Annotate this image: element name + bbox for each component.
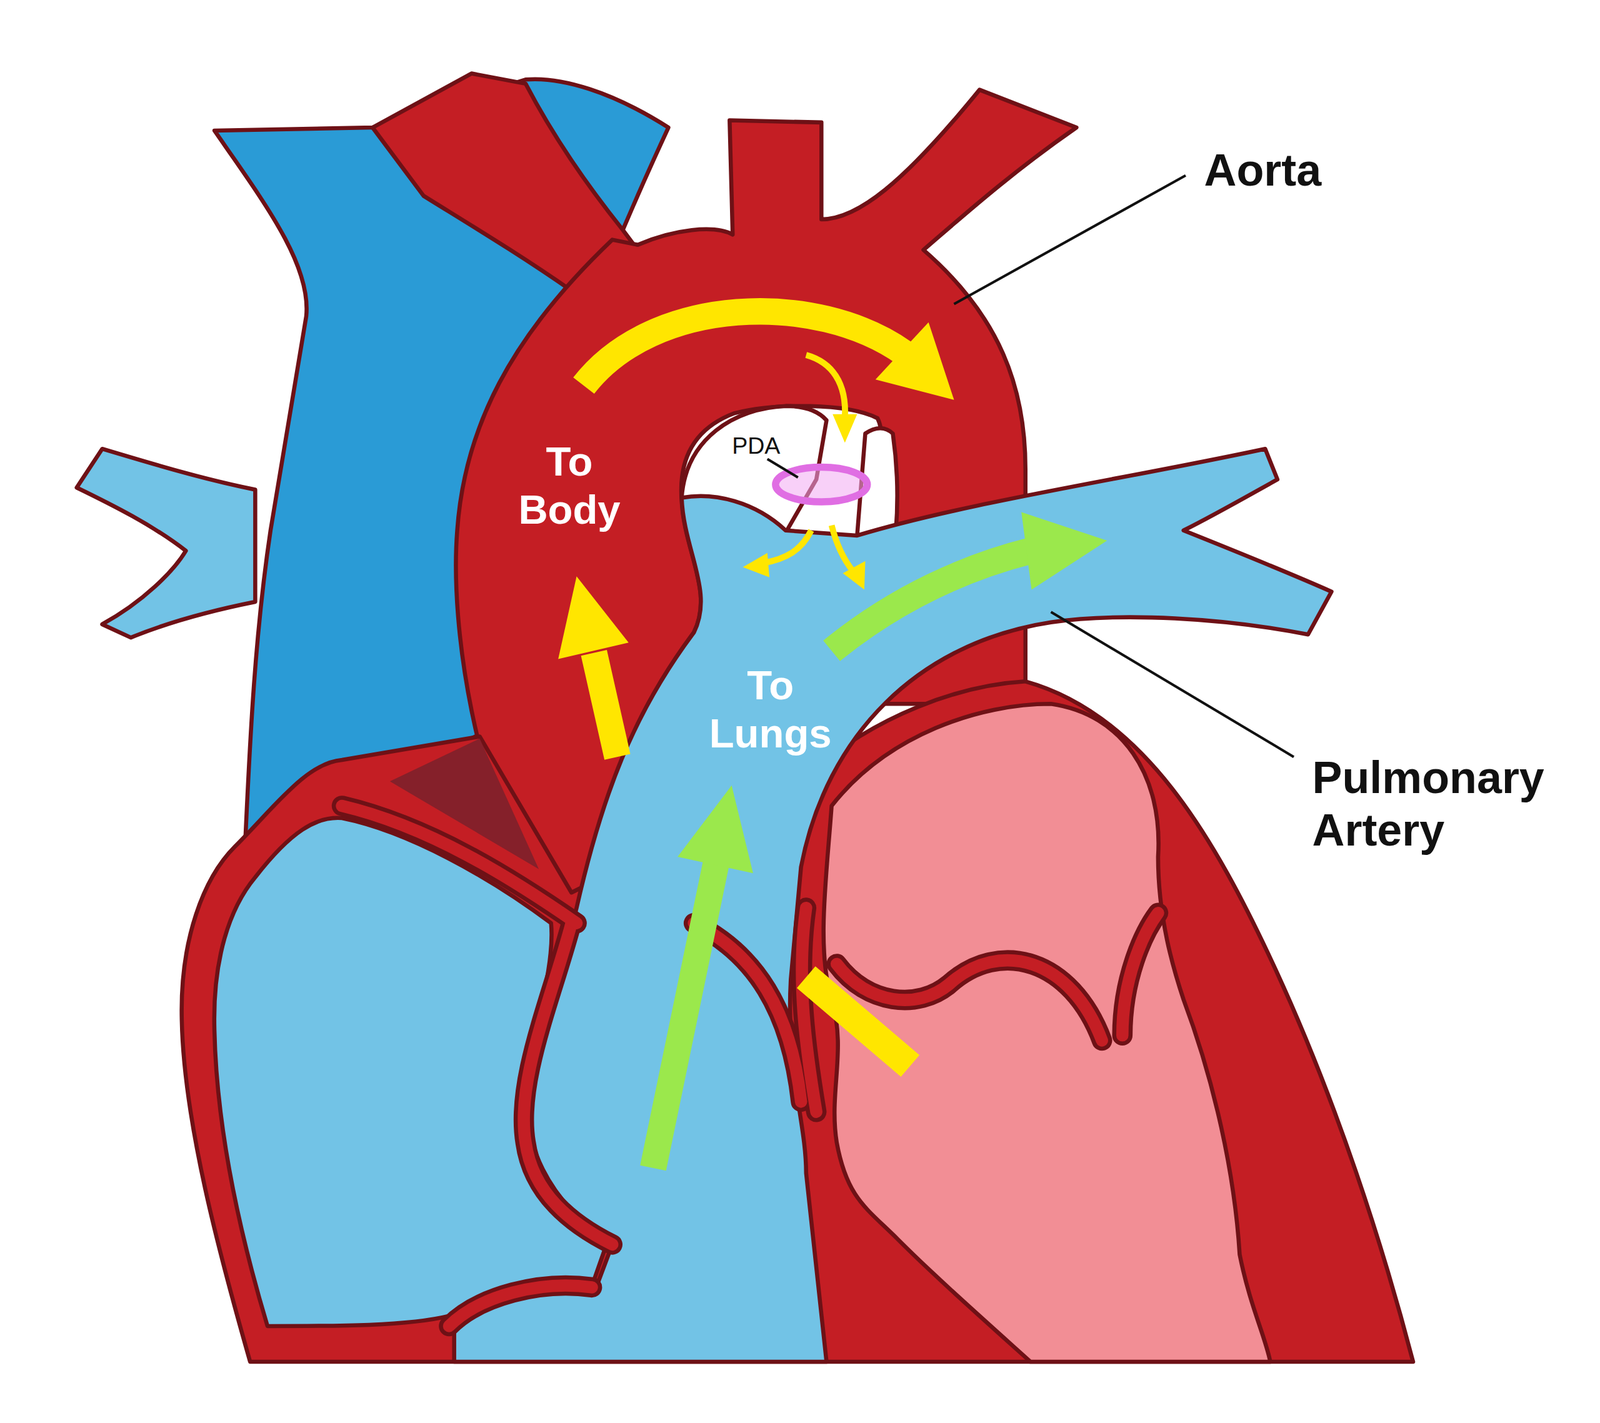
leader-line [953,175,1186,305]
flow-arrow-head [743,553,770,578]
coronary-vessel [1122,913,1159,1036]
flow-arrow-shaft [653,861,717,1169]
coronary-vessel [523,923,613,1245]
flow-arrow-shaft [831,550,1031,651]
flow-label: To Lungs [698,661,843,758]
flow-arrow-head [843,561,866,590]
part-name: PDA [710,432,802,460]
flow-arrow-head [1021,511,1107,590]
coronary-vessel [449,1285,593,1327]
flow-label: To Body [497,437,642,534]
flow-arrow-head [558,576,629,659]
coronary-vessel [523,923,613,1245]
flow-arrow-shaft [593,653,618,757]
flow-arrow-head [677,785,754,874]
right-pulmonary-artery [76,448,256,638]
leader-line [767,459,799,478]
flow-arrow-shaft [806,355,845,419]
part-name: Aorta [1204,143,1470,197]
coronary-vessel [1122,913,1159,1036]
flow-arrow-shaft [763,530,812,564]
leader-line [1051,611,1294,757]
flow-arrow-shaft [806,977,910,1067]
flow-arrow-head [875,322,955,400]
coronary-vessel [801,908,817,1112]
coronary-vessel [449,1285,593,1327]
coronary-vessel [341,805,577,924]
flow-arrow-shaft [831,525,854,572]
flow-arrow-head [832,414,857,444]
coronary-vessel [341,805,577,924]
flow-arrow-shaft [583,311,905,386]
part-name: Pulmonary Artery [1312,751,1589,858]
pulmonary-artery [454,448,1332,1362]
